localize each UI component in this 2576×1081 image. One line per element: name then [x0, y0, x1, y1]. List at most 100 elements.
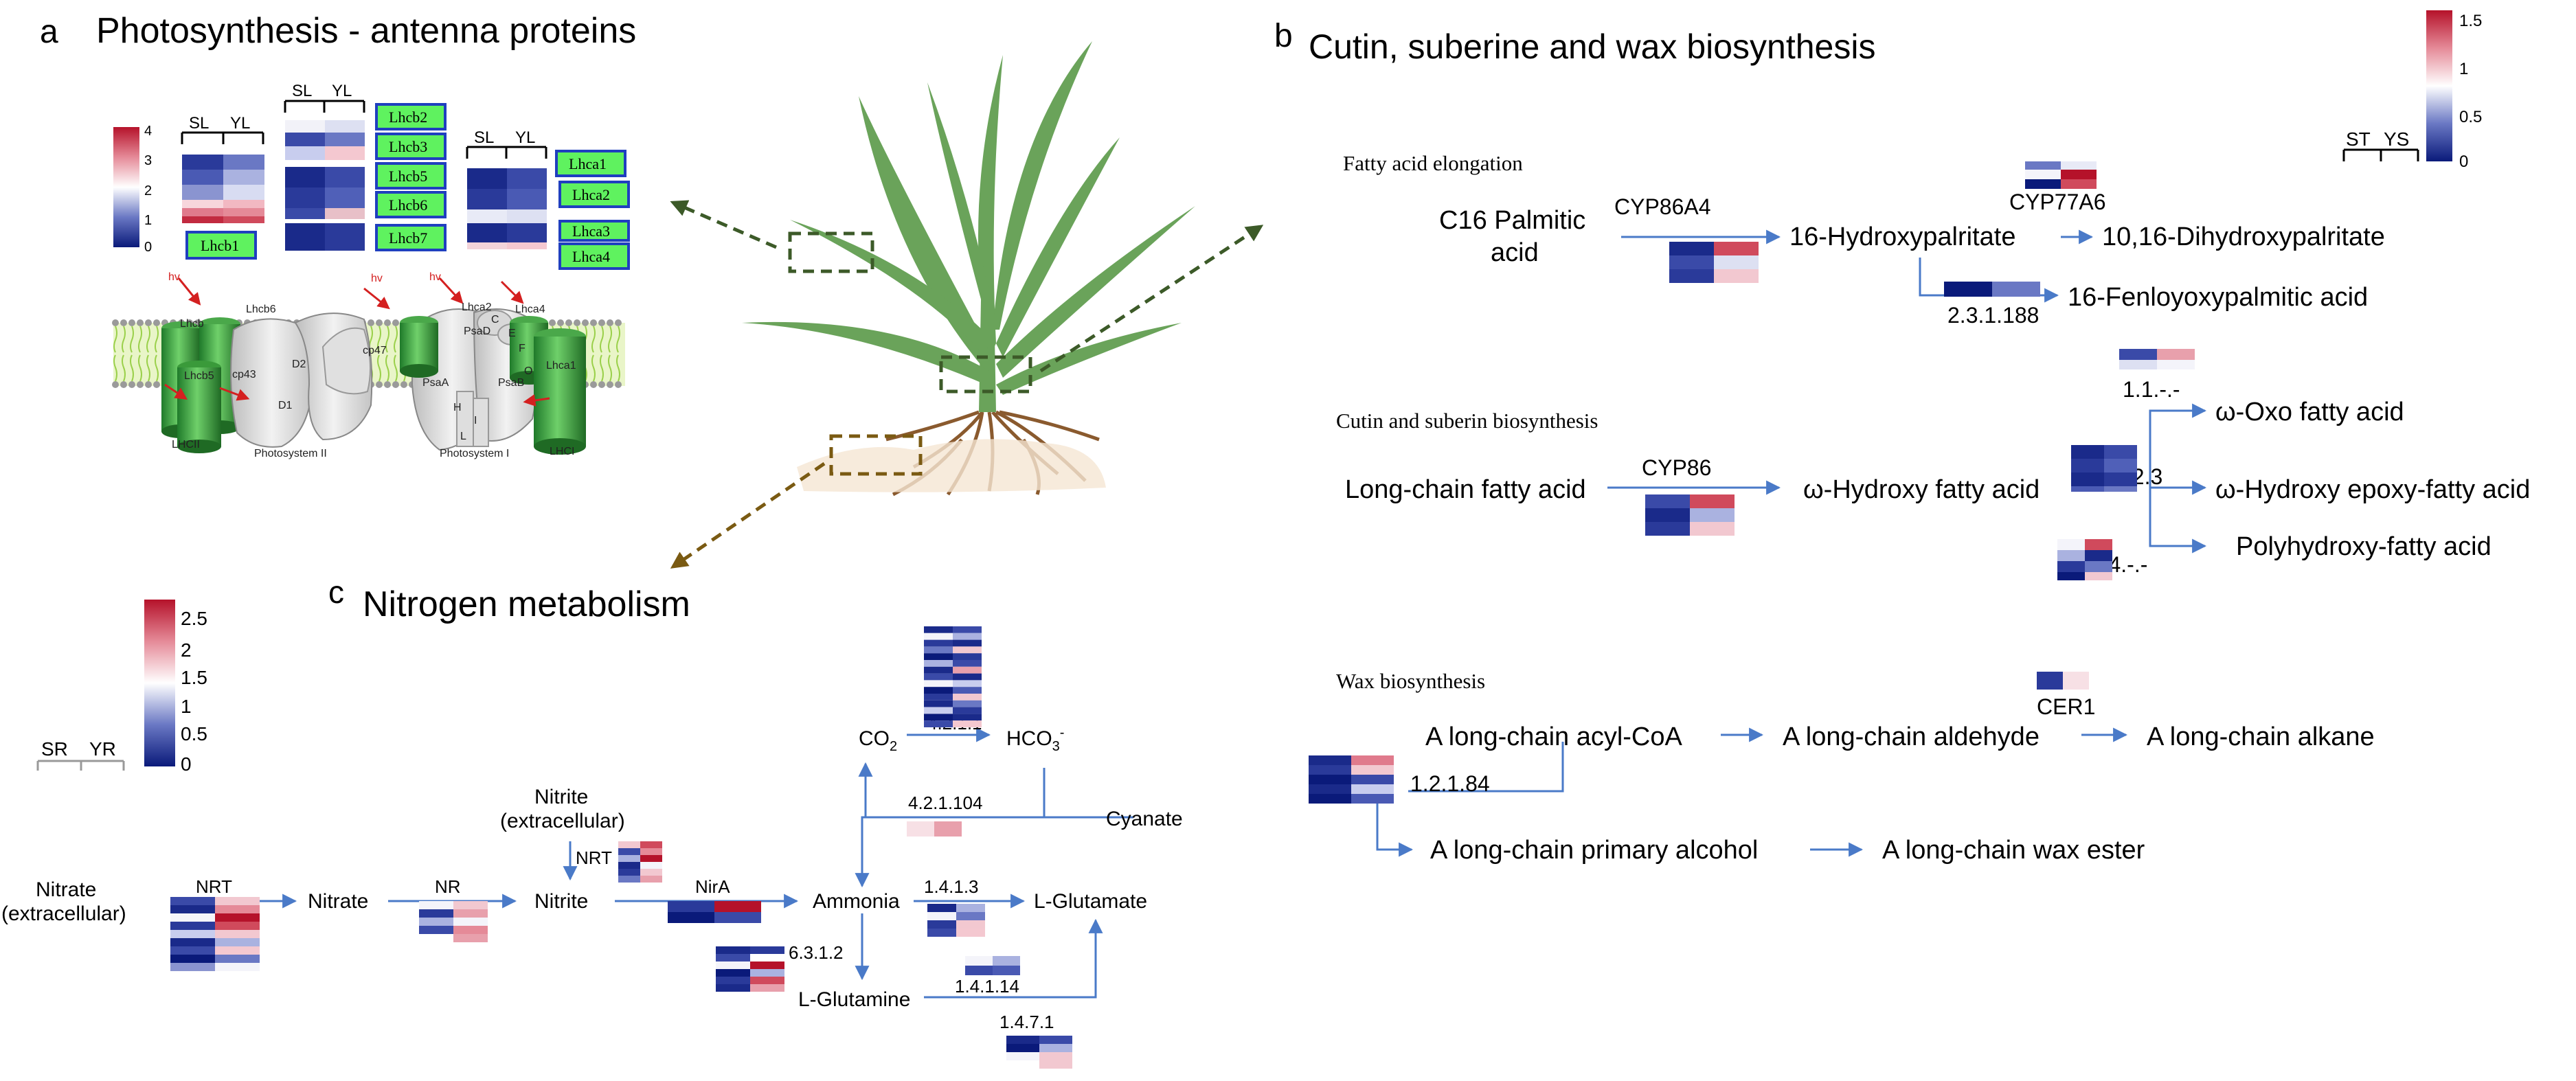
svg-text:10,16-Dihydroxypalritate: 10,16-Dihydroxypalritate: [2102, 223, 2385, 251]
heatmap-1-2-1-84: [1309, 755, 1394, 804]
heatmap-cyp77a6: [2025, 161, 2097, 189]
svg-text:PsaB: PsaB: [498, 377, 524, 389]
svg-text:Lhca2: Lhca2: [572, 186, 610, 203]
svg-text:Lhca4: Lhca4: [572, 248, 610, 265]
heatmap-1-4-1-3: [927, 904, 985, 937]
svg-text:A long-chain acyl-CoA: A long-chain acyl-CoA: [1425, 722, 1683, 751]
svg-text:ω-Hydroxy fatty acid: ω-Hydroxy fatty acid: [1803, 475, 2040, 504]
svg-text:NRT: NRT: [576, 847, 612, 868]
svg-text:Lhcb3: Lhcb3: [389, 138, 427, 155]
svg-text:HCO3-: HCO3-: [1006, 725, 1064, 754]
panel-b-compounds: C16 Palmitic acid 16-Hydroxypalritate 10…: [1345, 206, 2530, 865]
svg-text:1: 1: [144, 213, 152, 228]
svg-text:hv: hv: [168, 271, 180, 283]
svg-text:SL: SL: [189, 114, 209, 133]
svg-text:1.5: 1.5: [181, 667, 207, 688]
heatmap-1-1: [2119, 349, 2195, 369]
svg-text:I: I: [474, 415, 477, 426]
svg-text:ST: ST: [2346, 128, 2371, 150]
heatmap-lhcb1: [182, 155, 264, 223]
svg-text:YL: YL: [230, 114, 250, 133]
svg-text:0: 0: [181, 753, 192, 775]
svg-text:SR: SR: [41, 738, 68, 760]
svg-text:Lhcb5: Lhcb5: [184, 370, 214, 382]
panel-c-compounds: Nitrate (extracellular) Nitrate Nitrite …: [1, 725, 1183, 1011]
svg-text:CYP86: CYP86: [1642, 455, 1711, 480]
panel-c-group-labels: SR YR: [36, 738, 125, 771]
heatmap-nrt-1: [170, 897, 260, 971]
svg-text:YL: YL: [515, 128, 535, 147]
svg-text:4: 4: [144, 124, 152, 139]
heatmap-1-4-1-14: [965, 956, 1020, 975]
svg-text:YL: YL: [332, 82, 352, 100]
svg-text:A long-chain wax ester: A long-chain wax ester: [1882, 836, 2145, 865]
svg-text:LHCII: LHCII: [172, 439, 200, 451]
svg-text:L-Glutamine: L-Glutamine: [798, 988, 910, 1011]
svg-text:hv: hv: [371, 273, 383, 284]
svg-text:cp43: cp43: [232, 369, 256, 380]
svg-text:2: 2: [181, 639, 192, 661]
heatmap-nira: [668, 901, 761, 923]
svg-text:H: H: [453, 402, 462, 413]
svg-text:1.2.1.84: 1.2.1.84: [1410, 771, 1490, 796]
svg-text:Nitrite: Nitrite: [534, 890, 588, 913]
heatmap-2-3-1-188: [1944, 282, 2040, 297]
panel-c-enzymes: NRT NR NRT NirA 4.2.1.1 4.2.1.104 1.4.1.…: [196, 713, 1054, 1032]
gene-labels: Lhcb1 Lhcb2 Lhcb3 Lhcb5 Lhcb6 Lhcb7 Lhca…: [185, 103, 630, 270]
svg-text:C16 Palmitic: C16 Palmitic: [1439, 206, 1585, 235]
svg-text:Lhcb1: Lhcb1: [201, 237, 239, 254]
heatmap-4-2-1-104: [907, 821, 962, 837]
svg-text:1: 1: [2459, 60, 2468, 78]
svg-text:(extracellular): (extracellular): [500, 810, 625, 832]
svg-text:cp47: cp47: [363, 345, 387, 356]
heatmap-cer1: [2037, 672, 2089, 690]
svg-text:Ammonia: Ammonia: [813, 890, 900, 913]
svg-text:Lhca3: Lhca3: [572, 223, 610, 240]
svg-text:CER1: CER1: [2037, 694, 2095, 719]
heatmap-6-3-1-2: [716, 946, 784, 992]
heatmap-lhcb2-7: [285, 120, 365, 251]
svg-text:E: E: [508, 328, 516, 339]
svg-text:Lhca2: Lhca2: [462, 301, 492, 313]
svg-text:SL: SL: [474, 128, 494, 147]
svg-text:ω-Hydroxy epoxy-fatty acid: ω-Hydroxy epoxy-fatty acid: [2215, 475, 2530, 504]
svg-text:Long-chain fatty acid: Long-chain fatty acid: [1345, 475, 1586, 504]
thylakoid-membrane-diagram: hv hv hv Lhcb6 Lhcb Lhcb5 cp43 D2 cp47 D…: [112, 271, 625, 459]
svg-text:NR: NR: [435, 876, 461, 897]
svg-text:Lhcb6: Lhcb6: [246, 304, 276, 315]
svg-text:D2: D2: [292, 359, 306, 370]
svg-text:CYP86A4: CYP86A4: [1614, 194, 1711, 219]
svg-text:LHCI: LHCI: [550, 446, 574, 457]
svg-text:Polyhydroxy-fatty acid: Polyhydroxy-fatty acid: [2236, 532, 2492, 561]
heatmap-1-14: [2057, 539, 2112, 580]
svg-text:1.4.7.1: 1.4.7.1: [999, 1012, 1054, 1032]
svg-text:hv: hv: [429, 271, 441, 283]
svg-text:(extracellular): (extracellular): [1, 902, 126, 925]
svg-text:YR: YR: [89, 738, 116, 760]
svg-text:A long-chain alkane: A long-chain alkane: [2147, 722, 2375, 751]
svg-text:Lhcb5: Lhcb5: [389, 168, 427, 185]
heatmap-cyp86a4: [1669, 242, 1759, 283]
section-cutin-suberin: Cutin and suberin biosynthesis: [1336, 409, 1598, 433]
svg-text:16-Fenloyoxypalmitic acid: 16-Fenloyoxypalmitic acid: [2068, 283, 2368, 312]
svg-text:1.1.-.-: 1.1.-.-: [2123, 377, 2180, 402]
svg-text:NirA: NirA: [695, 876, 730, 897]
heatmap-1-4-7-1: [1006, 1036, 1072, 1069]
svg-text:1.5: 1.5: [2459, 12, 2482, 30]
panel-b-arrows: [1376, 229, 2207, 857]
svg-text:Cyanate: Cyanate: [1106, 808, 1183, 830]
svg-text:Lhca1: Lhca1: [546, 360, 576, 372]
panel-b-group-labels: ST YS: [2342, 128, 2419, 161]
panel-c-title: Nitrogen metabolism: [363, 584, 690, 624]
panel-a-letter: a: [40, 14, 58, 50]
svg-text:A long-chain primary alcohol: A long-chain primary alcohol: [1430, 836, 1758, 865]
svg-text:0: 0: [2459, 152, 2468, 171]
section-wax-biosynthesis: Wax biosynthesis: [1336, 669, 1485, 693]
svg-text:Lhca4: Lhca4: [515, 304, 545, 315]
panel-b-color-scale: 1.5 1 0.5 0: [2426, 10, 2482, 171]
svg-text:1.4.1.14: 1.4.1.14: [955, 976, 1019, 997]
heatmap-lhca: [467, 168, 547, 249]
panel-a-title: Photosynthesis - antenna proteins: [96, 11, 636, 51]
